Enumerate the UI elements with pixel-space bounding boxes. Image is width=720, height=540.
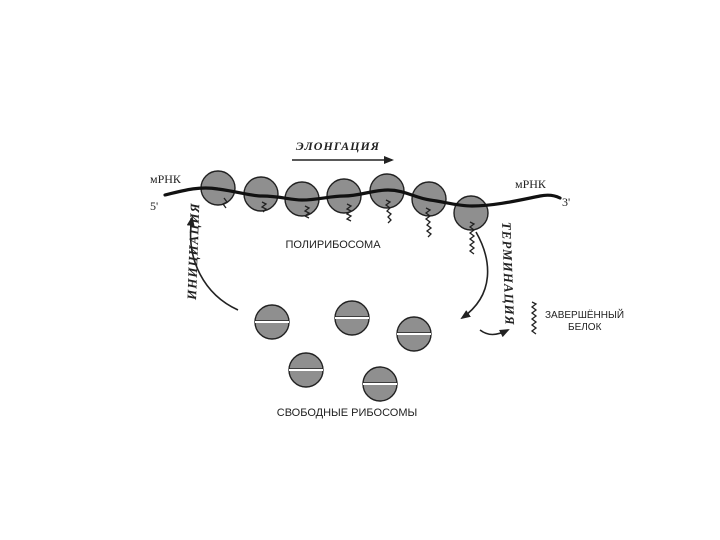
polyribosome-label: ПОЛИРИБОСОМА <box>285 239 381 251</box>
free-ribosome <box>362 366 398 402</box>
polypeptide-chain <box>345 203 353 222</box>
finished-protein-chain <box>530 301 538 335</box>
polyribosome-group <box>200 170 489 231</box>
elongation-label: ЭЛОНГАЦИЯ <box>296 139 380 153</box>
mrna-strand <box>163 186 562 208</box>
free-ribosomes-label: СВОБОДНЫЕ РИБОСОМЫ <box>277 407 417 419</box>
initiation-label: ИНИЦИАЦИЯ <box>184 202 202 301</box>
polypeptide-chain <box>222 197 228 209</box>
polypeptide-chains <box>222 197 476 255</box>
termination-label: ТЕРМИНАЦИЯ <box>499 222 518 326</box>
termination-arrow <box>460 231 489 320</box>
polypeptide-chain <box>303 205 311 219</box>
free-ribosome <box>334 300 370 336</box>
free-ribosome <box>288 352 324 388</box>
initiation-arrow <box>186 216 239 311</box>
free-ribosome <box>254 304 290 340</box>
polypeptide-chain <box>468 221 476 255</box>
finished-protein-label: БЕЛОК <box>568 322 602 333</box>
mrna-left-label: мРНК <box>150 172 182 186</box>
release-arrow <box>479 329 510 338</box>
finished-protein-label: ЗАВЕРШЁННЫЙ <box>545 308 624 321</box>
polypeptide-chain <box>260 201 268 213</box>
three-prime-label: 3' <box>562 195 570 209</box>
five-prime-label: 5' <box>150 199 158 213</box>
polypeptide-chain <box>384 199 392 224</box>
free-ribosomes-group <box>254 300 432 402</box>
free-ribosome <box>396 316 432 352</box>
polypeptide-chain <box>424 207 433 238</box>
mrna-right-label: мРНК <box>515 177 547 191</box>
ribosome <box>453 195 489 231</box>
